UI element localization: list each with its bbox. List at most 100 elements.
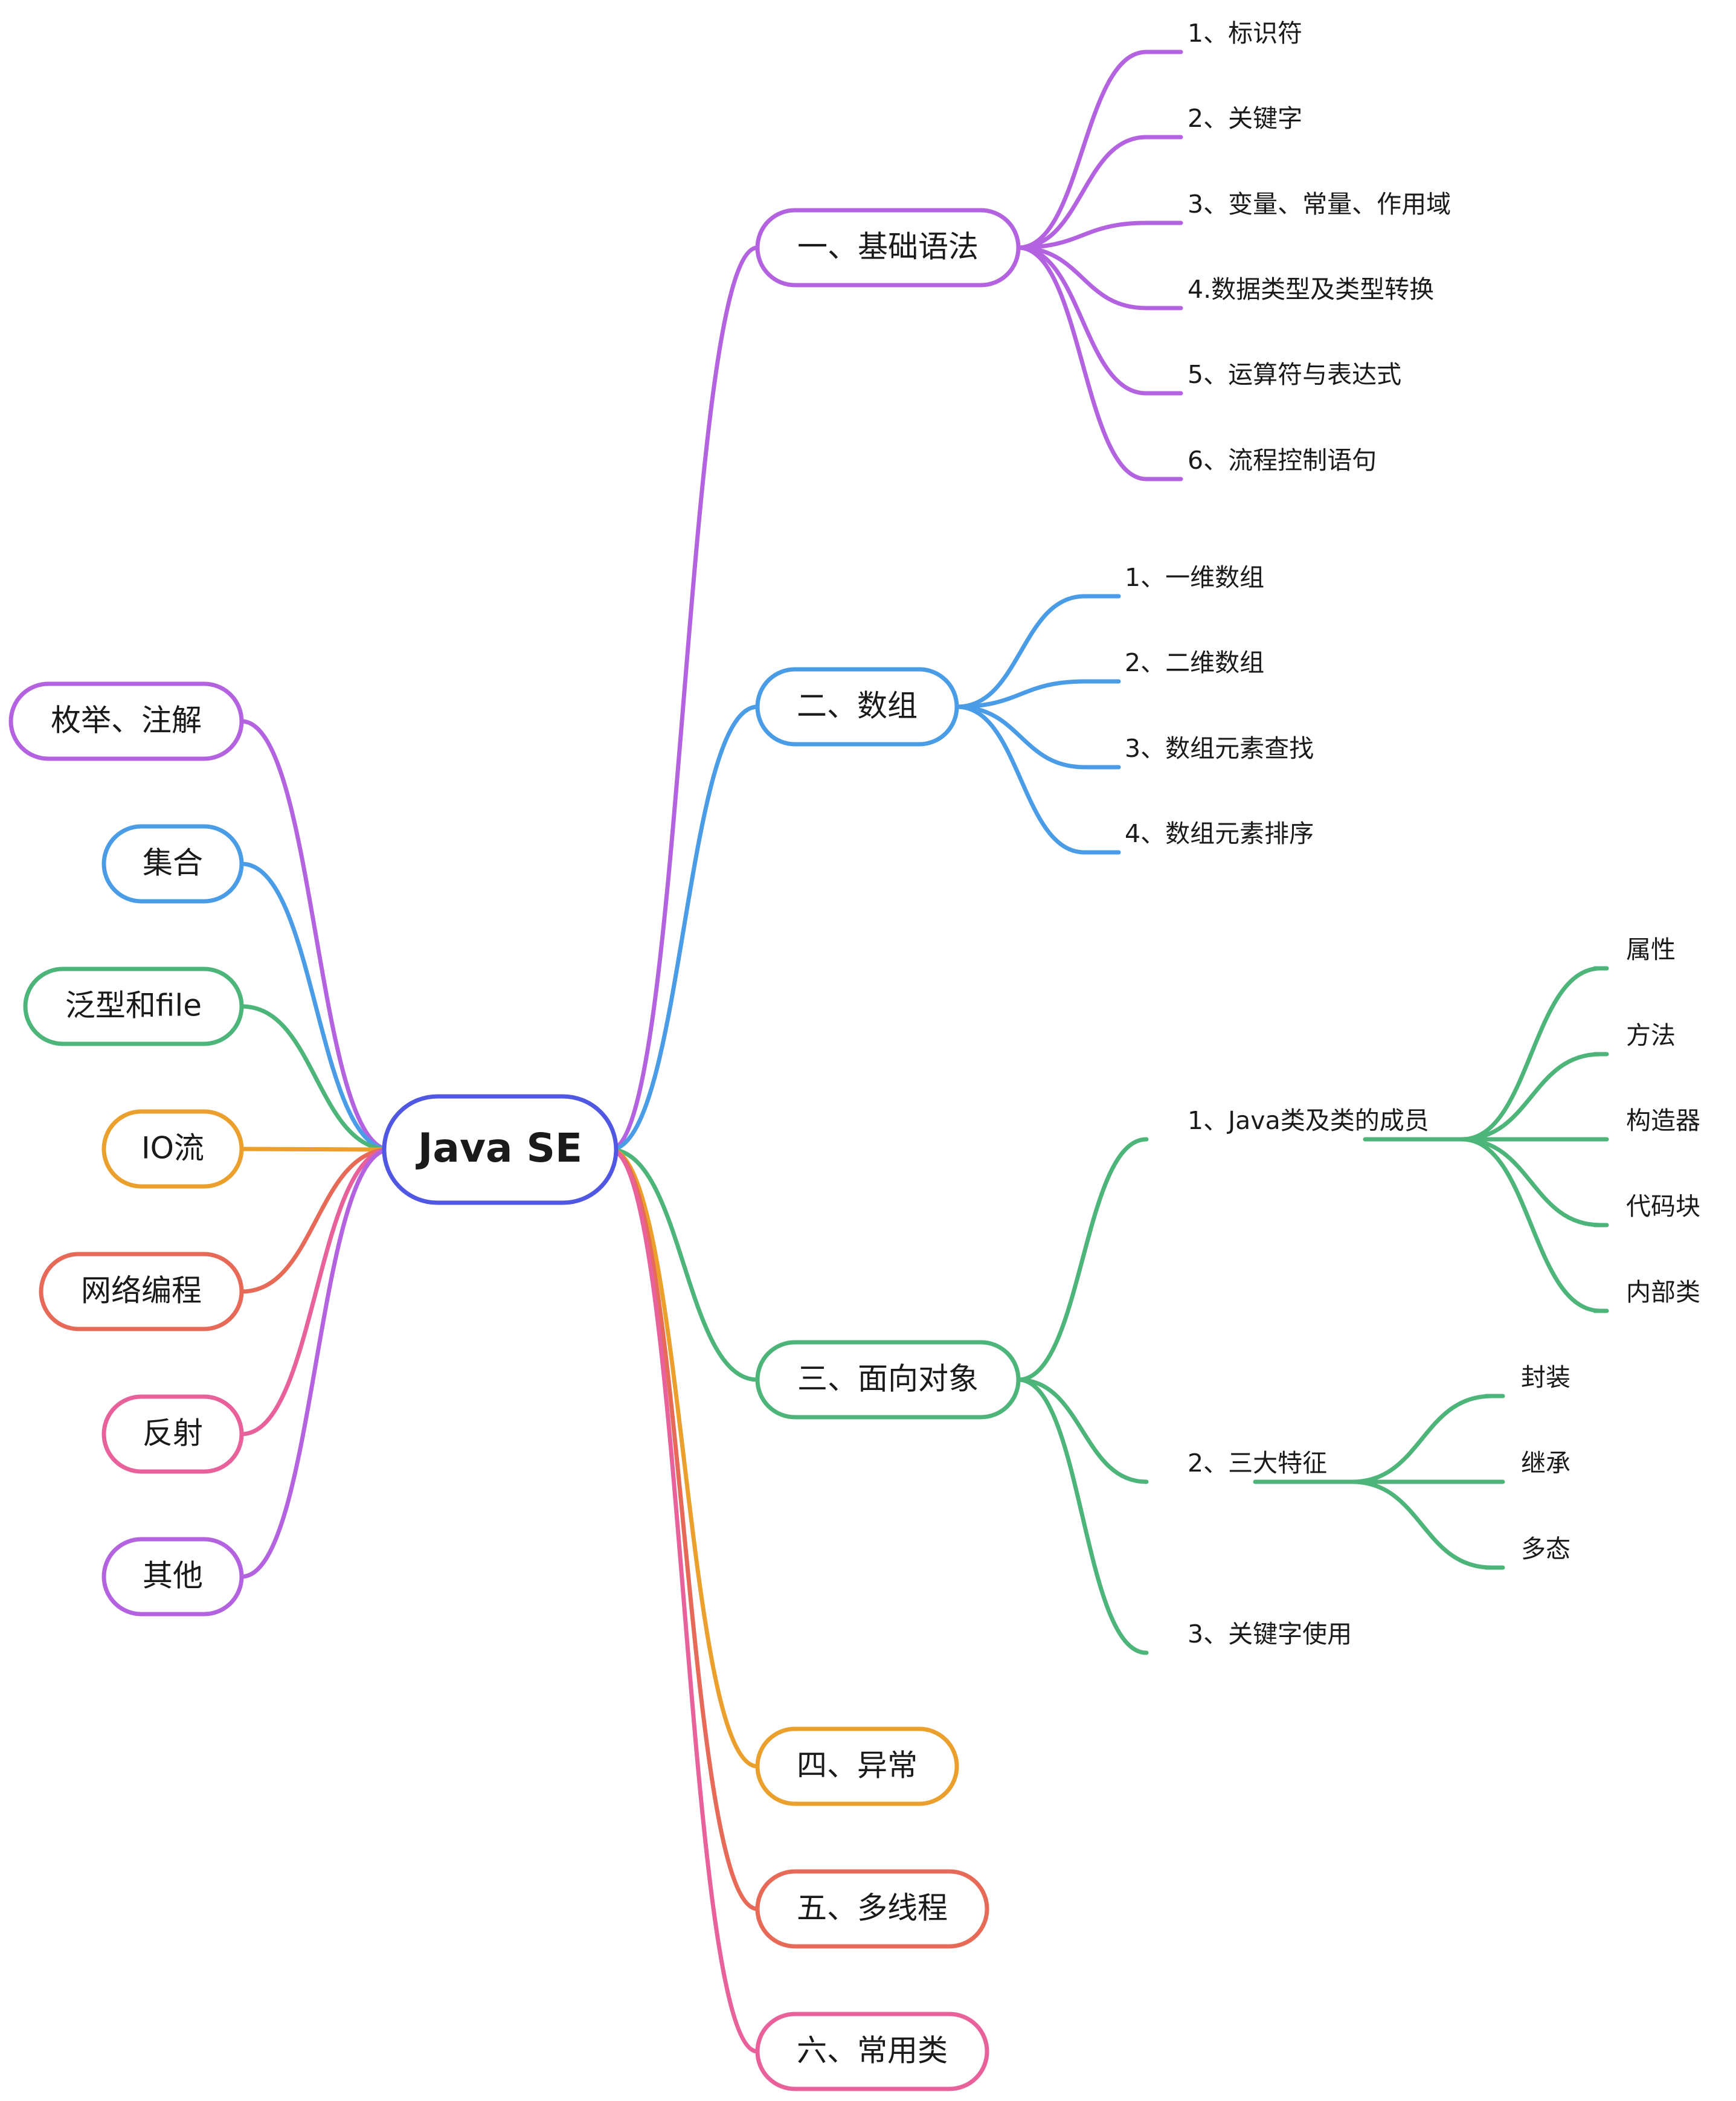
leaf-b1-0-label: 1、一维数组: [1125, 563, 1264, 592]
branch-right-4[interactable]: 五、多线程: [755, 1869, 989, 1949]
leaf-b2-1-1[interactable]: 继承: [1521, 1449, 1570, 1478]
root-node[interactable]: Java SE: [382, 1094, 619, 1205]
branch-left-5-border: [101, 1394, 244, 1474]
leaf-b2-0-0-label: 属性: [1626, 935, 1676, 964]
connector-root-to-right-1: [608, 704, 760, 1152]
connector-root-to-right-0: [608, 245, 760, 1152]
branch-right-4-border: [755, 1869, 989, 1949]
connector-b0-leaf-4: [1016, 245, 1149, 396]
connector-root-to-left-6: [239, 1147, 393, 1579]
branch-left-5-label: 反射: [143, 1416, 203, 1451]
branch-left-0[interactable]: 枚举、注解: [8, 681, 244, 761]
branch-left-4[interactable]: 网络编程: [39, 1252, 244, 1331]
leaf-b1-0[interactable]: 1、一维数组: [1125, 563, 1264, 592]
leaf-b2-0-4[interactable]: 内部类: [1626, 1278, 1700, 1307]
leaf-b1-3-label: 4、数组元素排序: [1125, 819, 1314, 848]
branch-right-4-label: 五、多线程: [797, 1891, 948, 1926]
leaf-b2-0-2-label: 构造器: [1626, 1106, 1700, 1135]
leaf-b1-1[interactable]: 2、二维数组: [1125, 648, 1264, 677]
connector-b0-leaf-2: [1016, 220, 1149, 250]
branch-right-0[interactable]: 一、基础语法: [755, 208, 1021, 288]
leaf-b0-0[interactable]: 1、标识符: [1188, 19, 1302, 48]
branch-right-0-border: [755, 208, 1021, 288]
leaf-b0-4[interactable]: 5、运算符与表达式: [1188, 360, 1401, 389]
branch-left-6-border: [101, 1537, 244, 1617]
branch-left-2-border: [23, 967, 244, 1046]
nodes-layer: 一、基础语法 1、标识符 2、关键字 3、变量、常量、作用域 4.数据类型及类型转换 5、…: [8, 19, 1700, 2091]
leaf-b2-0-1[interactable]: 方法: [1626, 1021, 1676, 1050]
leaf-b2-0-0[interactable]: 属性: [1626, 935, 1676, 964]
connector-b2-0-leaf-4: [1459, 1137, 1603, 1313]
branch-right-2[interactable]: 三、面向对象: [755, 1340, 1021, 1420]
connector-b1-leaf-2: [954, 704, 1087, 770]
branch-right-1-label: 二、数组: [797, 689, 918, 724]
sub-b2-1-label: 2、三大特征: [1188, 1449, 1327, 1478]
connector-root-to-left-0: [239, 719, 393, 1152]
connector-b0-leaf-5: [1016, 245, 1149, 481]
connector-b1-leaf-3: [954, 704, 1087, 855]
leaf-b0-2[interactable]: 3、变量、常量、作用域: [1188, 190, 1451, 219]
connector-root-to-left-5: [239, 1147, 393, 1437]
leaf-b0-5[interactable]: 6、流程控制语句: [1188, 446, 1377, 475]
leaf-b1-2[interactable]: 3、数组元素查找: [1125, 734, 1314, 763]
branch-right-5[interactable]: 六、常用类: [755, 2012, 989, 2091]
leaf-b2-1-0-label: 封装: [1521, 1363, 1570, 1392]
leaf-b2-1-1-label: 继承: [1521, 1449, 1570, 1478]
branch-right-2-label: 三、面向对象: [797, 1362, 979, 1397]
connector-b2-0-leaf-1: [1459, 1052, 1603, 1142]
root-node-label: Java SE: [416, 1125, 582, 1171]
leaf-b2-0-4-label: 内部类: [1626, 1278, 1700, 1307]
leaf-b0-2-label: 3、变量、常量、作用域: [1188, 190, 1451, 219]
leaf-b2-0-3[interactable]: 代码块: [1626, 1192, 1700, 1221]
root-node-border: [382, 1094, 619, 1205]
sub-b2-1[interactable]: 2、三大特征: [1188, 1449, 1327, 1478]
leaf-b1-1-label: 2、二维数组: [1125, 648, 1264, 677]
connector-b2-sub-2: [1016, 1377, 1149, 1655]
branch-left-5[interactable]: 反射: [101, 1394, 244, 1474]
connector-b2-1-leaf-2: [1349, 1479, 1494, 1570]
connector-root-to-right-3: [608, 1147, 760, 1769]
connector-b1-leaf-0: [954, 594, 1087, 709]
leaf-b0-3[interactable]: 4.数据类型及类型转换: [1188, 275, 1434, 304]
branch-left-1[interactable]: 集合: [101, 824, 244, 904]
branch-right-5-border: [755, 2012, 989, 2091]
branch-right-3-label: 四、异常: [797, 1748, 918, 1783]
leaf-b2-1-2-label: 多态: [1521, 1534, 1570, 1563]
leaf-b2-0-2[interactable]: 构造器: [1626, 1106, 1700, 1135]
connector-lines: [239, 50, 1609, 2054]
connector-root-to-right-2: [608, 1147, 760, 1382]
branch-left-1-label: 集合: [143, 846, 203, 881]
connector-root-to-left-3: [239, 1147, 393, 1152]
leaf-b2-1-2[interactable]: 多态: [1521, 1534, 1570, 1563]
branch-right-1-border: [755, 667, 959, 747]
branch-left-4-border: [39, 1252, 244, 1331]
leaf-b0-5-label: 6、流程控制语句: [1188, 446, 1377, 475]
leaf-b1-3[interactable]: 4、数组元素排序: [1125, 819, 1314, 848]
connector-b2-1-leaf-0: [1349, 1394, 1494, 1484]
connector-b2-sub-0: [1016, 1137, 1149, 1382]
connector-b0-leaf-1: [1016, 135, 1149, 250]
leaf-b2-0-1-label: 方法: [1626, 1021, 1676, 1050]
connector-b0-leaf-3: [1016, 245, 1149, 310]
branch-right-3-border: [755, 1726, 959, 1806]
leaf-b2-0-3-label: 代码块: [1626, 1192, 1700, 1221]
sub-b2-0[interactable]: 1、Java类及类的成员: [1188, 1106, 1429, 1135]
branch-left-4-label: 网络编程: [81, 1273, 202, 1308]
branch-right-1[interactable]: 二、数组: [755, 667, 959, 747]
branch-right-3[interactable]: 四、异常: [755, 1726, 959, 1806]
branch-left-3[interactable]: IO流: [101, 1109, 244, 1189]
leaf-b0-1[interactable]: 2、关键字: [1188, 104, 1302, 133]
connector-root-to-left-2: [239, 1004, 393, 1152]
branch-left-3-label: IO流: [141, 1131, 204, 1166]
sub-b2-2[interactable]: 3、关键字使用: [1188, 1620, 1352, 1649]
leaf-b1-2-label: 3、数组元素查找: [1125, 734, 1314, 763]
leaf-b0-4-label: 5、运算符与表达式: [1188, 360, 1401, 389]
branch-right-5-label: 六、常用类: [797, 2033, 948, 2068]
branch-left-6[interactable]: 其他: [101, 1537, 244, 1617]
branch-left-0-label: 枚举、注解: [51, 703, 202, 738]
leaf-b2-1-0[interactable]: 封装: [1521, 1363, 1570, 1392]
branch-right-0-label: 一、基础语法: [797, 230, 979, 265]
branch-left-2[interactable]: 泛型和file: [23, 967, 244, 1046]
connector-b2-sub-1: [1016, 1377, 1149, 1484]
